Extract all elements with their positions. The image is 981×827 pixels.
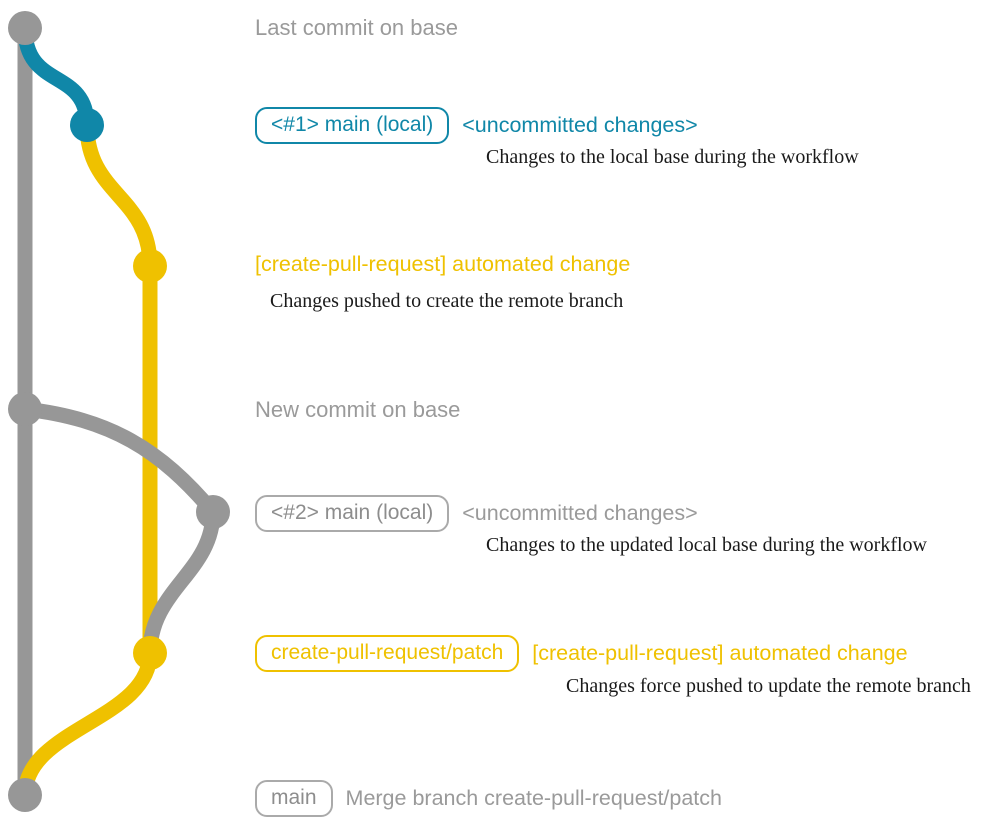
commit-body-local-2: Changes to the updated local base during… <box>486 534 927 556</box>
edge-local2-to-remote2 <box>142 504 221 661</box>
commit-headline-new-commit-on-base: New commit on base <box>255 397 461 422</box>
commit-body-local-1: Changes to the local base during the wor… <box>486 146 859 168</box>
commit-node-base-last[interactable] <box>8 11 42 45</box>
commit-node-base-new[interactable] <box>8 392 42 426</box>
branch-pill-main-local-1[interactable]: <#1> main (local) <box>255 107 450 144</box>
commit-node-remote-1[interactable] <box>133 249 167 283</box>
branch-pill-create-pull-request-patch[interactable]: create-pull-request/patch <box>255 635 520 672</box>
branch-pill-main-local-2[interactable]: <#2> main (local) <box>255 495 450 532</box>
commit-headline-last-commit-on-base: Last commit on base <box>255 15 458 40</box>
edge-basenew-to-local2 <box>17 401 221 520</box>
commit-row-remote-2: create-pull-request/patch [create-pull-r… <box>255 635 908 672</box>
commit-node-local-2[interactable] <box>196 495 230 529</box>
commit-node-remote-2[interactable] <box>133 636 167 670</box>
commit-subject-uncommitted-changes-2: <uncommitted changes> <box>462 500 698 525</box>
edge-remote2-to-merge <box>17 645 158 803</box>
commit-row-local-2: <#2> main (local) <uncommitted changes> <box>255 495 698 532</box>
commit-row-local-1: <#1> main (local) <uncommitted changes> <box>255 107 698 144</box>
commit-row-remote-1: [create-pull-request] automated change <box>255 252 631 276</box>
commit-subject-uncommitted-changes-1: <uncommitted changes> <box>462 112 698 137</box>
commit-subject-merge-branch: Merge branch create-pull-request/patch <box>345 785 722 810</box>
branch-pill-main[interactable]: main <box>255 780 333 817</box>
commit-node-local-1[interactable] <box>70 108 104 142</box>
commit-body-remote-1: Changes pushed to create the remote bran… <box>270 290 624 312</box>
edge-base-to-local1 <box>17 20 95 133</box>
edge-local1-to-remote1 <box>79 117 158 274</box>
commit-subject-automated-change-2: [create-pull-request] automated change <box>532 640 908 665</box>
commit-subject-automated-change-1: [create-pull-request] automated change <box>255 252 631 276</box>
commit-body-remote-2: Changes force pushed to update the remot… <box>566 675 971 697</box>
commit-node-base-merge[interactable] <box>8 778 42 812</box>
commit-row-base-merge: main Merge branch create-pull-request/pa… <box>255 780 722 817</box>
